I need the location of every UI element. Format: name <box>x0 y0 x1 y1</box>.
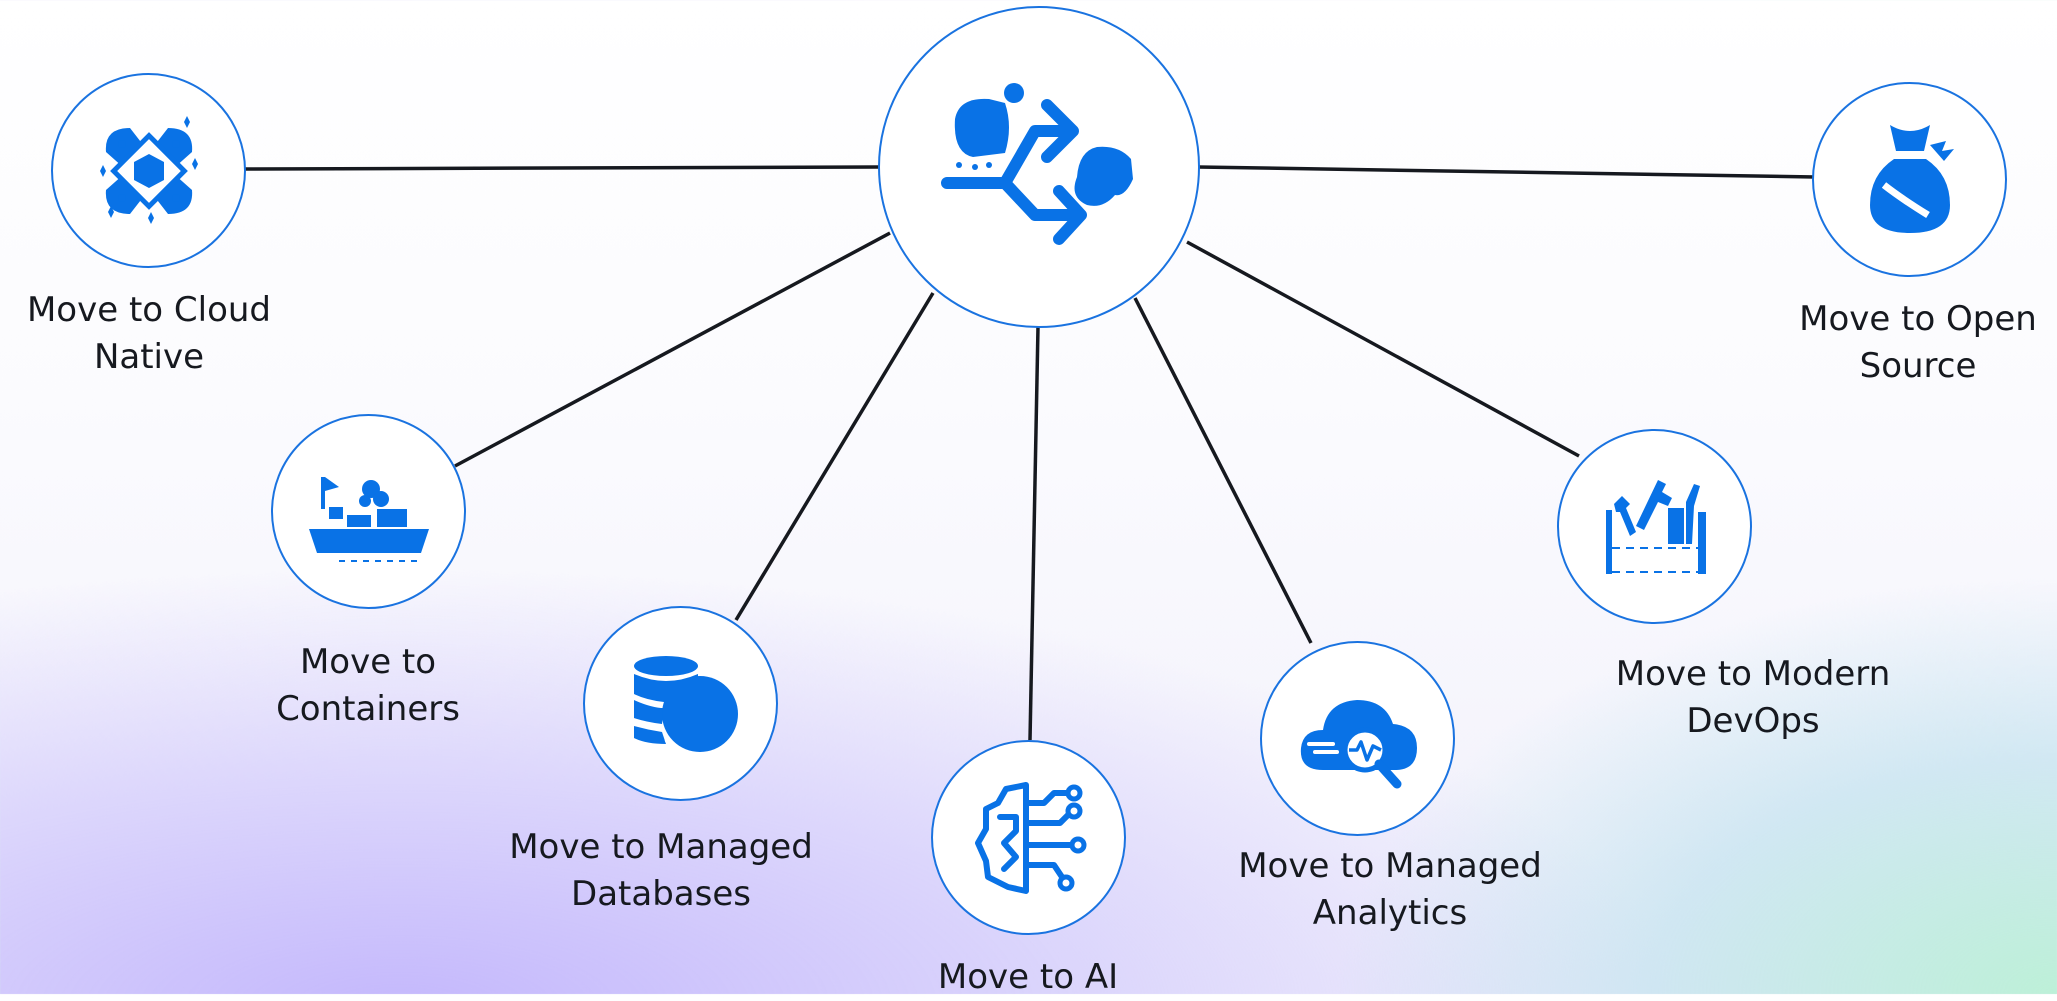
link-cloud-native <box>244 165 881 171</box>
node-managed-databases <box>583 606 778 801</box>
node-label-ai: Move to AI <box>937 957 1119 997</box>
node-label-managed-databases: Move to Managed Databases <box>509 827 813 914</box>
migration-arrows-icon <box>941 83 1133 245</box>
node-cloud-native <box>51 73 246 268</box>
node-ai <box>931 740 1126 935</box>
node-modern-devops <box>1557 429 1752 624</box>
ai-brain-circuit-icon <box>974 781 1086 894</box>
node-containers <box>271 414 466 609</box>
link-managed-analytics <box>1133 297 1313 644</box>
link-managed-databases <box>734 292 935 621</box>
node-label-open-source: Move to Open Source <box>1799 299 2037 386</box>
link-ai <box>1028 326 1040 741</box>
node-managed-analytics <box>1260 641 1455 836</box>
node-label-modern-devops: Move to Modern DevOps <box>1615 654 1891 741</box>
link-modern-devops <box>1186 240 1580 458</box>
link-open-source <box>1197 165 1816 179</box>
database-icon <box>633 655 738 752</box>
cloud-native-icon <box>99 115 198 224</box>
container-ship-icon <box>308 476 429 562</box>
cloud-analytics-icon <box>1300 699 1417 788</box>
link-containers <box>454 231 891 468</box>
hub-node <box>878 6 1200 328</box>
devops-toolbox-icon <box>1605 479 1706 574</box>
node-label-containers: Move to Containers <box>276 642 460 729</box>
node-label-cloud-native: Move to Cloud Native <box>26 290 272 377</box>
money-bag-icon <box>1869 124 1954 233</box>
node-open-source <box>1812 82 2007 277</box>
node-label-managed-analytics: Move to Managed Analytics <box>1238 846 1542 933</box>
